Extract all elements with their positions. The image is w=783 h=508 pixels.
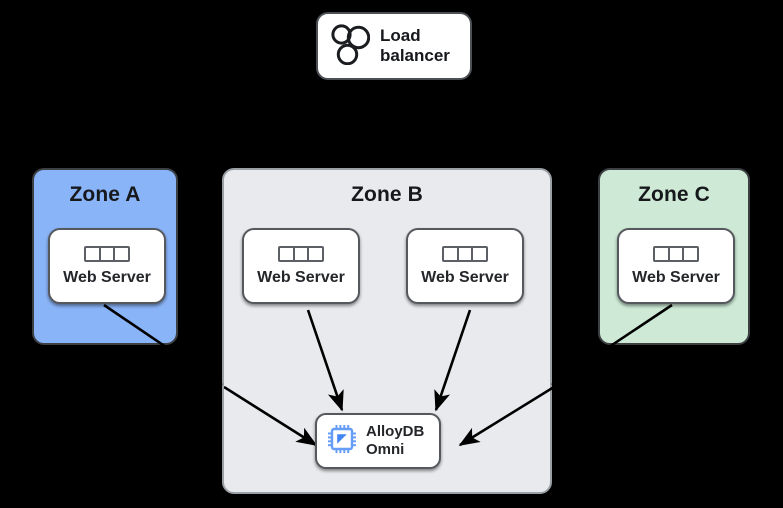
alloydb-omni-label-line1: AlloyDB [366, 423, 425, 441]
arrow-zone-c-to-db-segment [458, 385, 554, 447]
zone-b-web-server-2-label: Web Server [421, 268, 509, 286]
load-balancer-node[interactable]: Load balancer [316, 12, 472, 80]
server-rack-icon [278, 245, 324, 262]
zone-a-container: Zone A Web Server [32, 168, 178, 345]
zone-c-container: Zone C Web Server [598, 168, 750, 345]
zone-c-web-server-label: Web Server [632, 268, 720, 286]
server-rack-icon [442, 245, 488, 262]
zone-c-label: Zone C [638, 183, 710, 206]
arrow-zone-a-to-db-segment [224, 385, 318, 447]
server-rack-icon [84, 245, 130, 262]
cpu-chip-icon [327, 424, 357, 459]
zone-a-label: Zone A [69, 183, 141, 206]
alloydb-omni-label-line2: Omni [366, 441, 405, 458]
zone-a-web-server-label: Web Server [63, 268, 151, 286]
arrow-zone-b-ws2-to-db [434, 309, 472, 412]
load-balancer-label-line1: Load [380, 26, 421, 46]
zone-a-web-server[interactable]: Web Server [48, 228, 166, 304]
zone-b-web-server-2[interactable]: Web Server [406, 228, 524, 304]
zone-b-label: Zone B [351, 183, 423, 206]
three-circles-icon [330, 23, 371, 70]
zone-b-web-server-1-label: Web Server [257, 268, 345, 286]
zone-b-web-server-1[interactable]: Web Server [242, 228, 360, 304]
arrow-zone-b-ws1-to-db [306, 309, 344, 412]
zone-c-web-server[interactable]: Web Server [617, 228, 735, 304]
alloydb-omni-label: AlloyDB Omni [366, 423, 424, 458]
alloydb-omni-node[interactable]: AlloyDB Omni [315, 413, 441, 469]
server-rack-icon [653, 245, 699, 262]
load-balancer-label: Load balancer [380, 26, 450, 65]
load-balancer-label-line2: balancer [380, 46, 450, 65]
